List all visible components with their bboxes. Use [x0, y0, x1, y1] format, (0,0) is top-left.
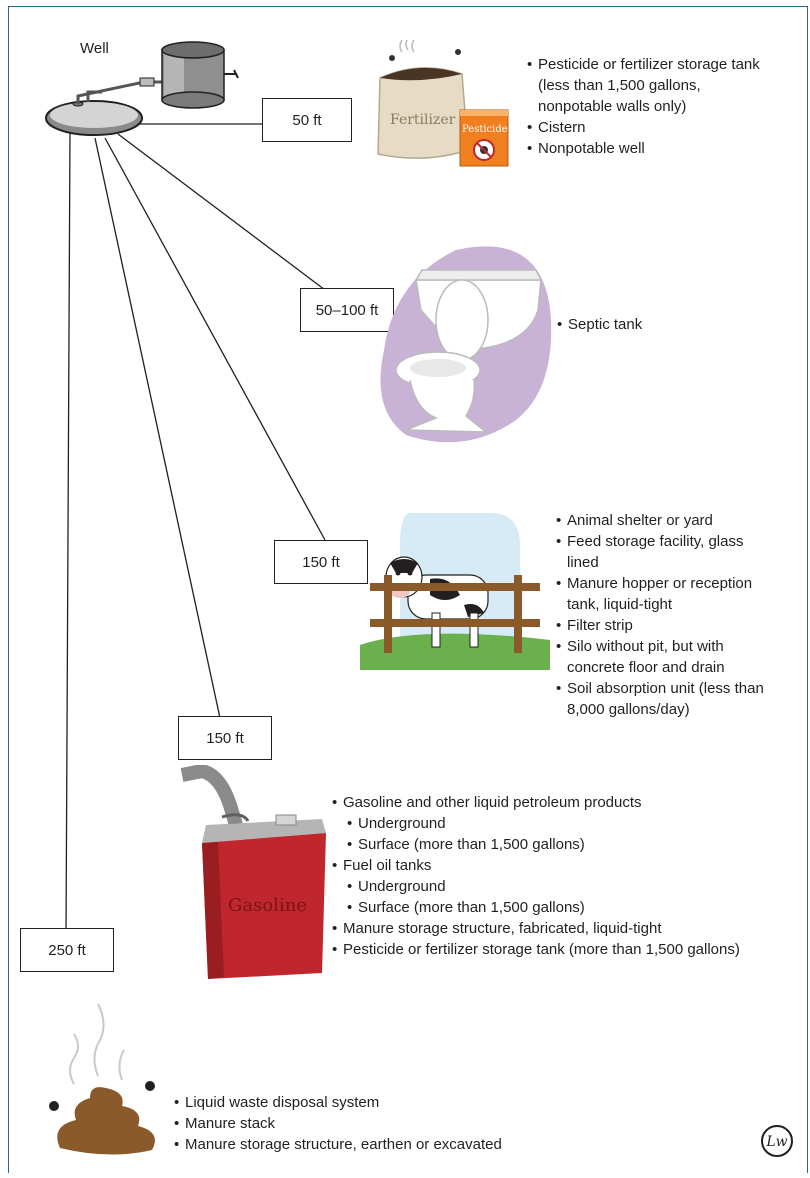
toilet-icon: [380, 246, 552, 443]
fertilizer-bag-icon: Fertilizer Pesticide: [377, 40, 509, 167]
gasoline-can-text: Gasoline: [228, 895, 307, 916]
list-item: Manure storage structure, fabricated, li…: [332, 918, 802, 939]
distance-label-150ft-fuel: 150 ft: [178, 716, 272, 760]
distance-label-50-100ft: 50–100 ft: [300, 288, 394, 332]
list-item: Liquid waste disposal system: [174, 1092, 574, 1113]
list-item: concrete floor and drain: [567, 659, 725, 676]
list-item: lined: [567, 554, 599, 571]
zone-50-100ft-list: Septic tank: [557, 314, 737, 335]
list-item: Underground: [332, 876, 802, 897]
well-label: Well: [80, 40, 109, 57]
list-item: Feed storage facility, glass: [556, 531, 806, 552]
list-item: (less than 1,500 gallons,: [538, 77, 701, 94]
cow-fence-icon: [360, 513, 550, 670]
line-50-100ft: [117, 133, 346, 306]
list-item: nonpotable walls only): [538, 98, 687, 115]
list-item: 8,000 gallons/day): [567, 701, 690, 718]
list-item: Gasoline and other liquid petroleum prod…: [332, 792, 802, 813]
list-item: Silo without pit, but with: [556, 636, 806, 657]
line-150ft-gas: [94, 137, 221, 719]
distance-label-50ft: 50 ft: [262, 98, 352, 142]
list-item: Manure storage structure, earthen or exc…: [174, 1134, 574, 1155]
fertilizer-bag-text: Fertilizer: [390, 112, 456, 128]
list-item: Filter strip: [556, 615, 806, 636]
distance-label-150ft-animal: 150 ft: [274, 540, 368, 584]
list-item: tank, liquid-tight: [567, 596, 673, 613]
list-item: Soil absorption unit (less than: [556, 678, 806, 699]
line-250ft: [65, 129, 71, 936]
list-item: Cistern: [527, 117, 807, 138]
zone-50ft-list: Pesticide or fertilizer storage tank (le…: [527, 54, 807, 159]
list-item: Manure stack: [174, 1113, 574, 1134]
list-item: Nonpotable well: [527, 138, 807, 159]
distance-label-250ft: 250 ft: [20, 928, 114, 972]
logo-text: Lw: [765, 1134, 787, 1150]
logo-icon: Lw: [761, 1125, 793, 1157]
list-item: Septic tank: [557, 314, 737, 335]
list-item: Pesticide or fertilizer storage tank: [527, 54, 807, 75]
zone-150ft-fuel-list: Gasoline and other liquid petroleum prod…: [332, 792, 802, 960]
well-icon: [45, 41, 239, 136]
pesticide-box-text: Pesticide: [462, 124, 508, 135]
list-item: Manure hopper or reception: [556, 573, 806, 594]
gasoline-can-icon: Gasoline: [180, 765, 326, 979]
list-item: Surface (more than 1,500 gallons): [332, 897, 802, 918]
list-item: Fuel oil tanks: [332, 855, 802, 876]
list-item: Underground: [332, 813, 802, 834]
list-item: Surface (more than 1,500 gallons): [332, 834, 802, 855]
list-item: Animal shelter or yard: [556, 510, 806, 531]
list-item: Pesticide or fertilizer storage tank (mo…: [332, 939, 802, 960]
zone-150ft-animal-list: Animal shelter or yard Feed storage faci…: [556, 510, 806, 720]
manure-pile-icon: [49, 1003, 155, 1155]
diagram-frame: [8, 6, 808, 1173]
zone-250ft-list: Liquid waste disposal system Manure stac…: [174, 1092, 574, 1155]
line-150ft-cow: [104, 137, 326, 541]
